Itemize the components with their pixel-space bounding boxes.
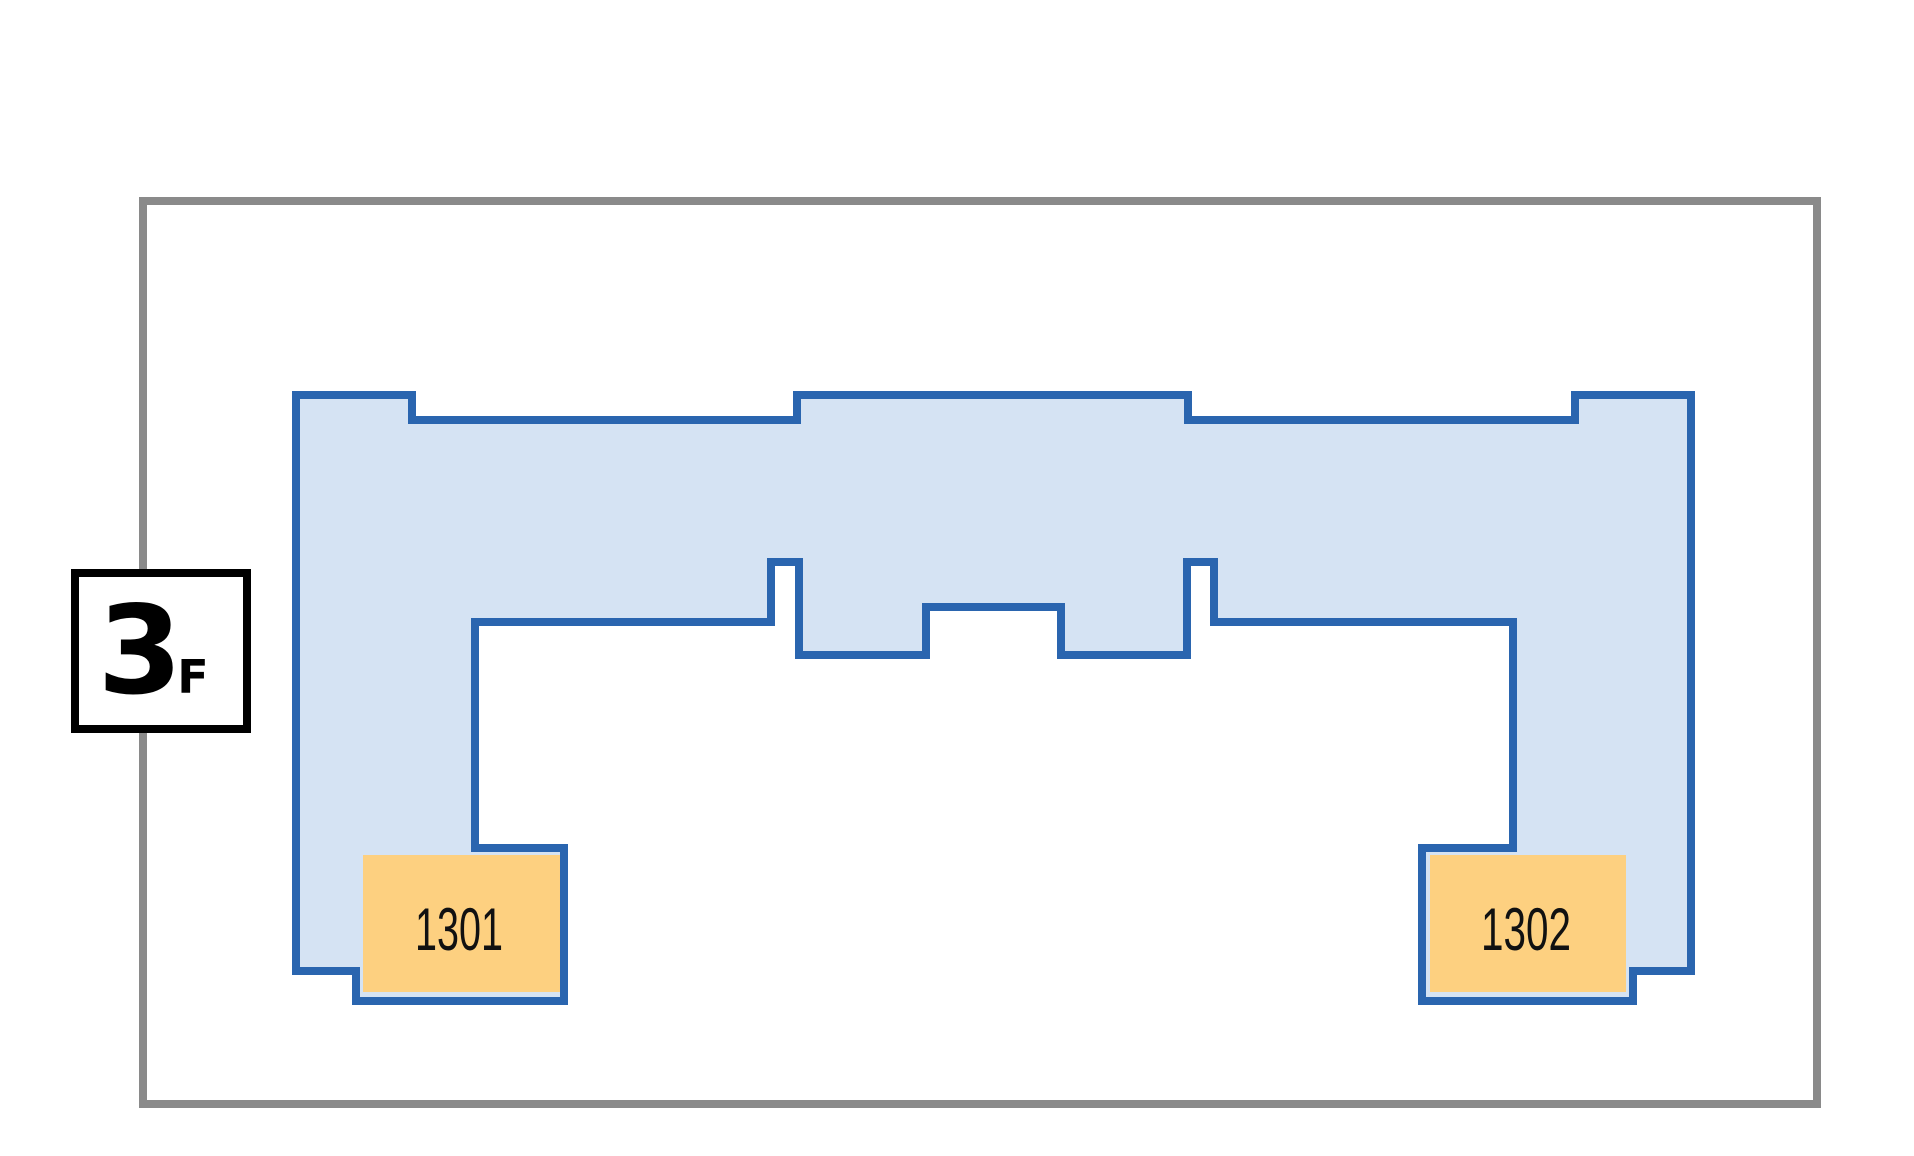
room-1301-box[interactable]	[363, 855, 560, 992]
room-1301-label: 1301	[415, 896, 503, 963]
floor-badge-box	[71, 569, 251, 733]
room-1302[interactable]: 1302	[1430, 855, 1626, 992]
floor-badge-suffix: F	[177, 650, 208, 704]
floor-badge: 3 F	[71, 569, 251, 733]
room-1301[interactable]: 1301	[363, 855, 560, 992]
building-corridor-outline[interactable]	[292, 391, 1695, 1005]
room-1302-label: 1302	[1481, 896, 1571, 963]
floor-badge-number: 3	[98, 580, 183, 722]
room-1302-box[interactable]	[1430, 855, 1626, 992]
